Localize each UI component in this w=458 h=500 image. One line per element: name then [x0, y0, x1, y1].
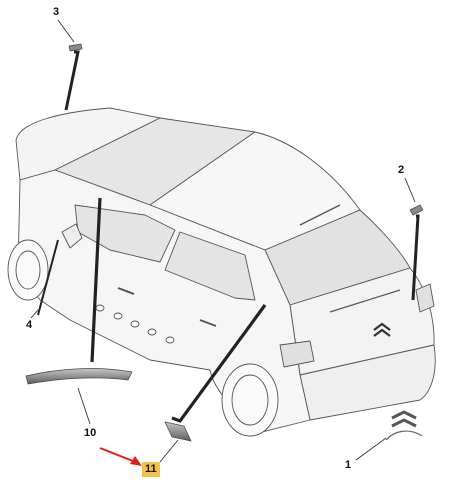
- part-1-emblem-icon: [385, 410, 423, 441]
- car-outline: [7, 107, 436, 437]
- part-4-strip: [37, 239, 59, 316]
- callout-10: 10: [84, 427, 97, 439]
- tailgate-emblem-icon: [373, 322, 391, 337]
- callout-1: 1: [345, 459, 352, 471]
- highlight-arrow: [99, 447, 142, 466]
- part-3-clip: [64, 43, 83, 111]
- leader-lines: [30, 19, 416, 463]
- callout-11: 11: [142, 462, 160, 477]
- callout-3: 3: [53, 6, 60, 18]
- callout-2: 2: [398, 164, 405, 176]
- part-2-clip: [409, 204, 424, 301]
- part-11-rear-trim: [164, 304, 267, 442]
- part-10-windshield-strip: [25, 197, 133, 385]
- callout-4: 4: [26, 319, 33, 331]
